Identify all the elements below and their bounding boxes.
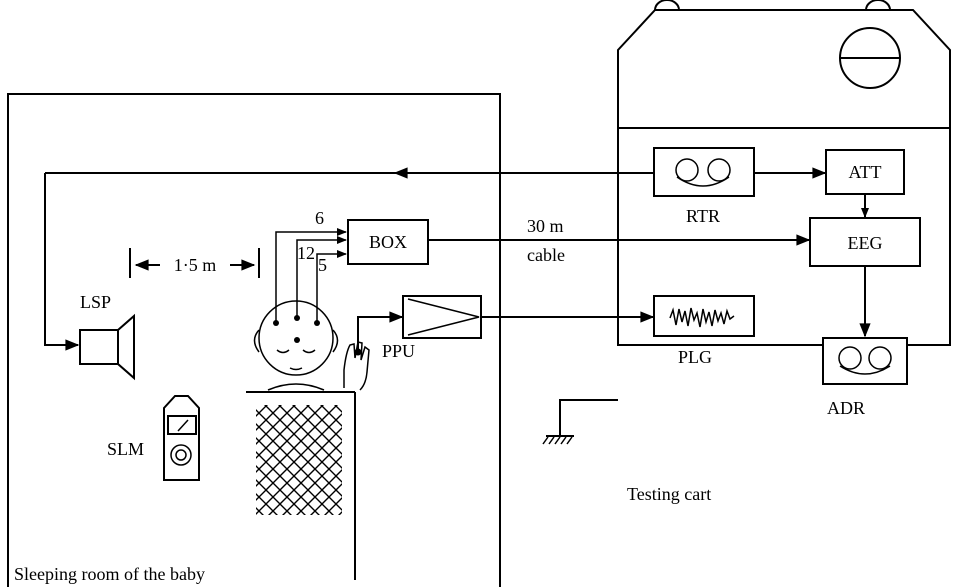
signal-to-lsp-line	[44, 173, 80, 351]
cart-dial-icon	[839, 27, 901, 89]
electrode-5-label: 5	[318, 255, 327, 275]
slm-label: SLM	[107, 439, 144, 459]
sound-level-meter-icon	[163, 395, 200, 481]
lsp-label: LSP	[80, 292, 111, 312]
electrode-leads	[275, 228, 347, 323]
rtr-tape-recorder	[653, 147, 755, 197]
eeg-label: EEG	[848, 233, 883, 253]
signal-sensor-to-ppu-line	[357, 311, 404, 350]
eeg-box	[809, 217, 921, 267]
loudspeaker-icon	[79, 313, 135, 381]
ppu-amplifier	[402, 295, 482, 339]
cable-label-line2: cable	[527, 245, 565, 265]
rtr-label: RTR	[686, 206, 720, 226]
distance-label: 1·5 m	[174, 255, 217, 275]
sleeping-room-label: Sleeping room of the baby	[14, 564, 205, 584]
ground-icon	[542, 399, 618, 445]
sleeping-room-frame	[7, 93, 501, 587]
att-label: ATT	[849, 162, 882, 182]
box-label: BOX	[369, 232, 407, 252]
testing-cart-label: Testing cart	[627, 484, 711, 504]
distance-dimension	[129, 248, 260, 278]
plg-label: PLG	[678, 347, 712, 367]
ppu-label: PPU	[382, 341, 415, 361]
electrode-6-label: 6	[315, 208, 324, 228]
cable-label-line1: 30 m	[527, 216, 564, 236]
baby-figure	[253, 300, 370, 391]
adr-label: ADR	[827, 398, 865, 418]
plg-recorder	[653, 295, 755, 337]
box-unit	[347, 219, 429, 265]
crib	[246, 391, 356, 580]
adr-tape-recorder	[822, 337, 908, 385]
electrode-12-label: 12	[297, 243, 315, 263]
testing-cart	[617, 0, 951, 346]
